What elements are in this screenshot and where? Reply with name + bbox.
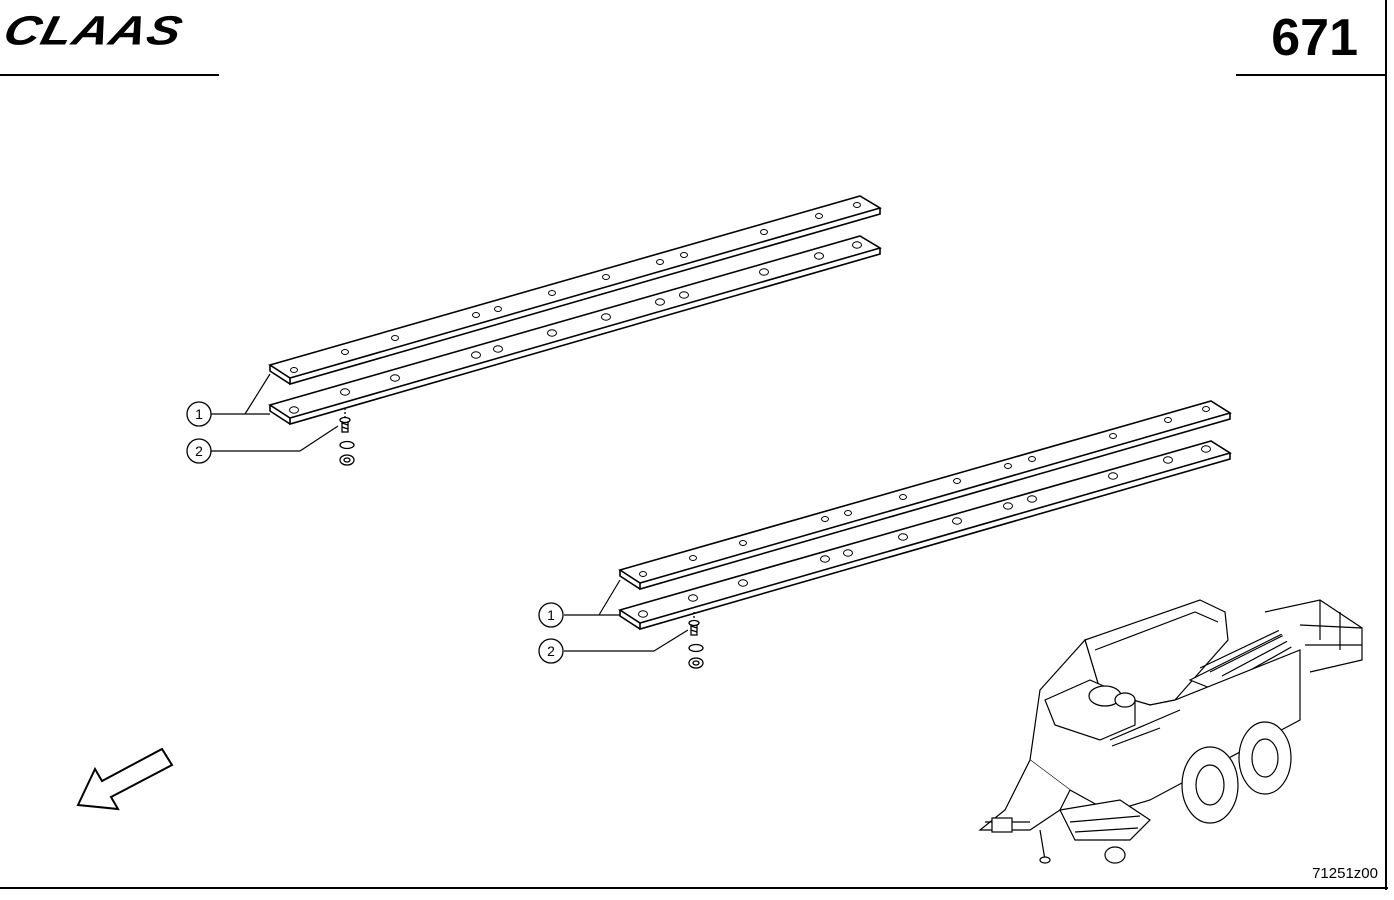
lower-bar-back: [618, 400, 1232, 591]
upper-bar-holes: [289, 202, 862, 414]
svg-text:2: 2: [195, 443, 203, 459]
svg-text:1: 1: [195, 406, 203, 422]
svg-text:1: 1: [547, 607, 555, 623]
upper-callout-1: 1: [186, 401, 212, 427]
lower-bolt-and-nut: [688, 612, 704, 669]
lower-leader-lines: [564, 579, 689, 652]
page-number: 671: [1271, 9, 1358, 67]
lower-callout-1: 1: [538, 602, 564, 628]
upper-leader-lines: [211, 373, 339, 452]
upper-bolt-and-nut: [339, 408, 355, 466]
travel-direction-arrow-icon: [76, 747, 174, 811]
upper-bar-back: [268, 195, 882, 386]
svg-text:2: 2: [547, 643, 555, 659]
lower-bar-front: [618, 440, 1232, 631]
upper-callout-2: 2: [186, 438, 212, 464]
lower-callout-2: 2: [538, 638, 564, 664]
lower-bar-holes: [638, 406, 1211, 618]
drawing-number: 71251z00: [1312, 865, 1378, 882]
upper-bar-front: [268, 235, 882, 426]
baler-machine-icon: [978, 599, 1363, 864]
